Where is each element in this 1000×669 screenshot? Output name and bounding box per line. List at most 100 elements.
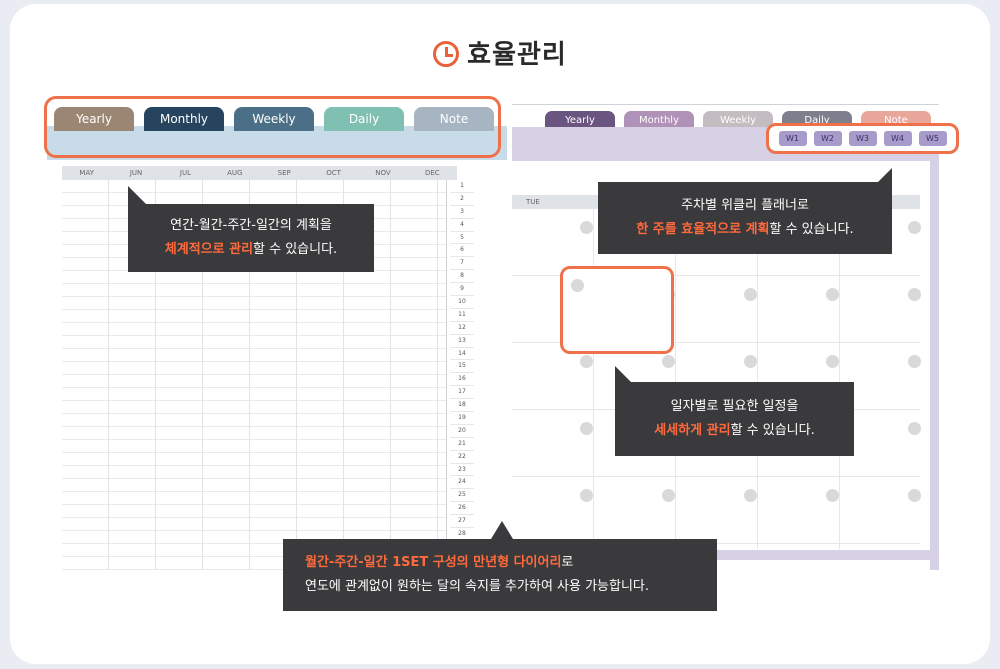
heading-title: 효율관리	[467, 40, 567, 70]
week-chip-w2: W2	[813, 131, 842, 146]
month-label: DEC	[424, 169, 440, 177]
day-number: 3	[450, 206, 474, 219]
day-number: 4	[450, 219, 474, 232]
callout-line: 연간-월간-주간-일간의 계획을	[170, 218, 332, 233]
day-number: 25	[450, 489, 474, 503]
day-number: 16	[450, 373, 474, 387]
week-selector-highlight: W1 W2 W3 W4 W5	[766, 123, 959, 154]
tab-daily: Daily	[324, 107, 404, 131]
callout-pointer	[615, 366, 633, 384]
month-header: MAY JUN JUL AUG SEP OCT NOV DEC	[62, 166, 457, 180]
date-marker	[580, 489, 593, 502]
date-marker	[908, 355, 921, 368]
week-chip-w3: W3	[848, 131, 877, 146]
day-number: 9	[450, 283, 474, 297]
callout-set: 월간-주간-일간 1SET 구성의 만년형 다이어리로 연도에 관계없이 원하는…	[283, 539, 717, 611]
callout-daily: 일자별로 필요한 일정을 세세하게 관리할 수 있습니다.	[615, 382, 854, 456]
date-marker	[908, 422, 921, 435]
day-number: 20	[450, 425, 474, 438]
callout-highlight: 세세하게 관리	[654, 423, 731, 438]
callout-text: 로	[561, 555, 574, 570]
tabs-highlight-frame	[44, 96, 501, 158]
day-number: 27	[450, 515, 474, 529]
date-marker	[826, 288, 839, 301]
day-number: 18	[450, 399, 474, 413]
top-rule	[512, 104, 939, 105]
callout-weekly: 주차별 위클리 플래너로 한 주를 효율적으로 계획할 수 있습니다.	[598, 182, 892, 254]
day-number: 14	[450, 348, 474, 361]
date-marker	[571, 279, 584, 292]
tab-monthly: Monthly	[144, 107, 224, 131]
day-number: 19	[450, 412, 474, 425]
day-number: 6	[450, 244, 474, 258]
date-marker	[580, 355, 593, 368]
month-label: JUN	[129, 169, 143, 177]
side-band	[930, 154, 939, 570]
day-cell-highlight	[560, 266, 674, 354]
date-marker	[826, 489, 839, 502]
month-label: AUG	[227, 169, 243, 177]
week-chip-w5: W5	[918, 131, 947, 146]
month-label: OCT	[326, 169, 341, 177]
day-number: 8	[450, 270, 474, 284]
tab-weekly: Weekly	[703, 111, 773, 129]
callout-highlight: 체계적으로 관리	[164, 242, 254, 257]
day-number: 7	[450, 257, 474, 271]
callout-text: 할 수 있습니다.	[769, 222, 854, 237]
callout-line: 주차별 위클리 플래너로	[681, 198, 809, 213]
day-number: 24	[450, 476, 474, 490]
tab-monthly: Monthly	[624, 111, 694, 129]
tab-yearly: Yearly	[54, 107, 134, 131]
date-marker	[908, 489, 921, 502]
day-number: 12	[450, 322, 474, 335]
week-chip-w4: W4	[883, 131, 912, 146]
date-marker	[744, 489, 757, 502]
callout-pointer	[128, 186, 146, 204]
date-marker	[744, 355, 757, 368]
month-label: SEP	[277, 169, 291, 177]
day-number: 13	[450, 335, 474, 348]
weekday-label: TUE	[526, 198, 540, 206]
callout-highlight: 월간-주간-일간 1SET 구성의 만년형 다이어리	[305, 555, 562, 570]
day-number: 17	[450, 386, 474, 400]
callout-pointer	[491, 521, 513, 539]
day-number: 2	[450, 193, 474, 206]
day-number: 23	[450, 464, 474, 477]
callout-text: 할 수 있습니다.	[730, 423, 815, 438]
tab-band	[47, 126, 507, 160]
day-number: 1	[450, 180, 474, 193]
day-number: 15	[450, 360, 474, 374]
callout-highlight: 한 주를 효율적으로 계획	[636, 222, 770, 237]
day-number: 11	[450, 309, 474, 322]
callout-yearly: 연간-월간-주간-일간의 계획을 체계적으로 관리할 수 있습니다.	[128, 204, 374, 272]
date-marker	[662, 355, 675, 368]
callout-line: 연도에 관계없이 원하는 달의 속지를 추가하여 사용 가능합니다.	[305, 579, 650, 594]
date-marker	[908, 221, 921, 234]
clock-icon	[433, 41, 460, 67]
tab-weekly: Weekly	[234, 107, 314, 131]
date-marker	[580, 221, 593, 234]
month-label: JUL	[179, 169, 191, 177]
callout-line: 일자별로 필요한 일정을	[670, 399, 799, 414]
date-marker	[662, 489, 675, 502]
week-chip-w1: W1	[778, 131, 807, 146]
month-label: MAY	[79, 169, 94, 177]
date-marker	[826, 355, 839, 368]
day-number: 22	[450, 451, 474, 464]
tab-yearly: Yearly	[545, 111, 615, 129]
month-label: NOV	[375, 169, 391, 177]
date-marker	[580, 422, 593, 435]
bottom-band	[512, 550, 939, 560]
date-marker	[908, 288, 921, 301]
day-number: 10	[450, 296, 474, 309]
callout-pointer	[874, 168, 892, 186]
day-number: 5	[450, 232, 474, 245]
week-grid	[512, 209, 921, 549]
day-number: 21	[450, 438, 474, 451]
date-marker	[744, 288, 757, 301]
callout-text: 할 수 있습니다.	[253, 242, 338, 257]
